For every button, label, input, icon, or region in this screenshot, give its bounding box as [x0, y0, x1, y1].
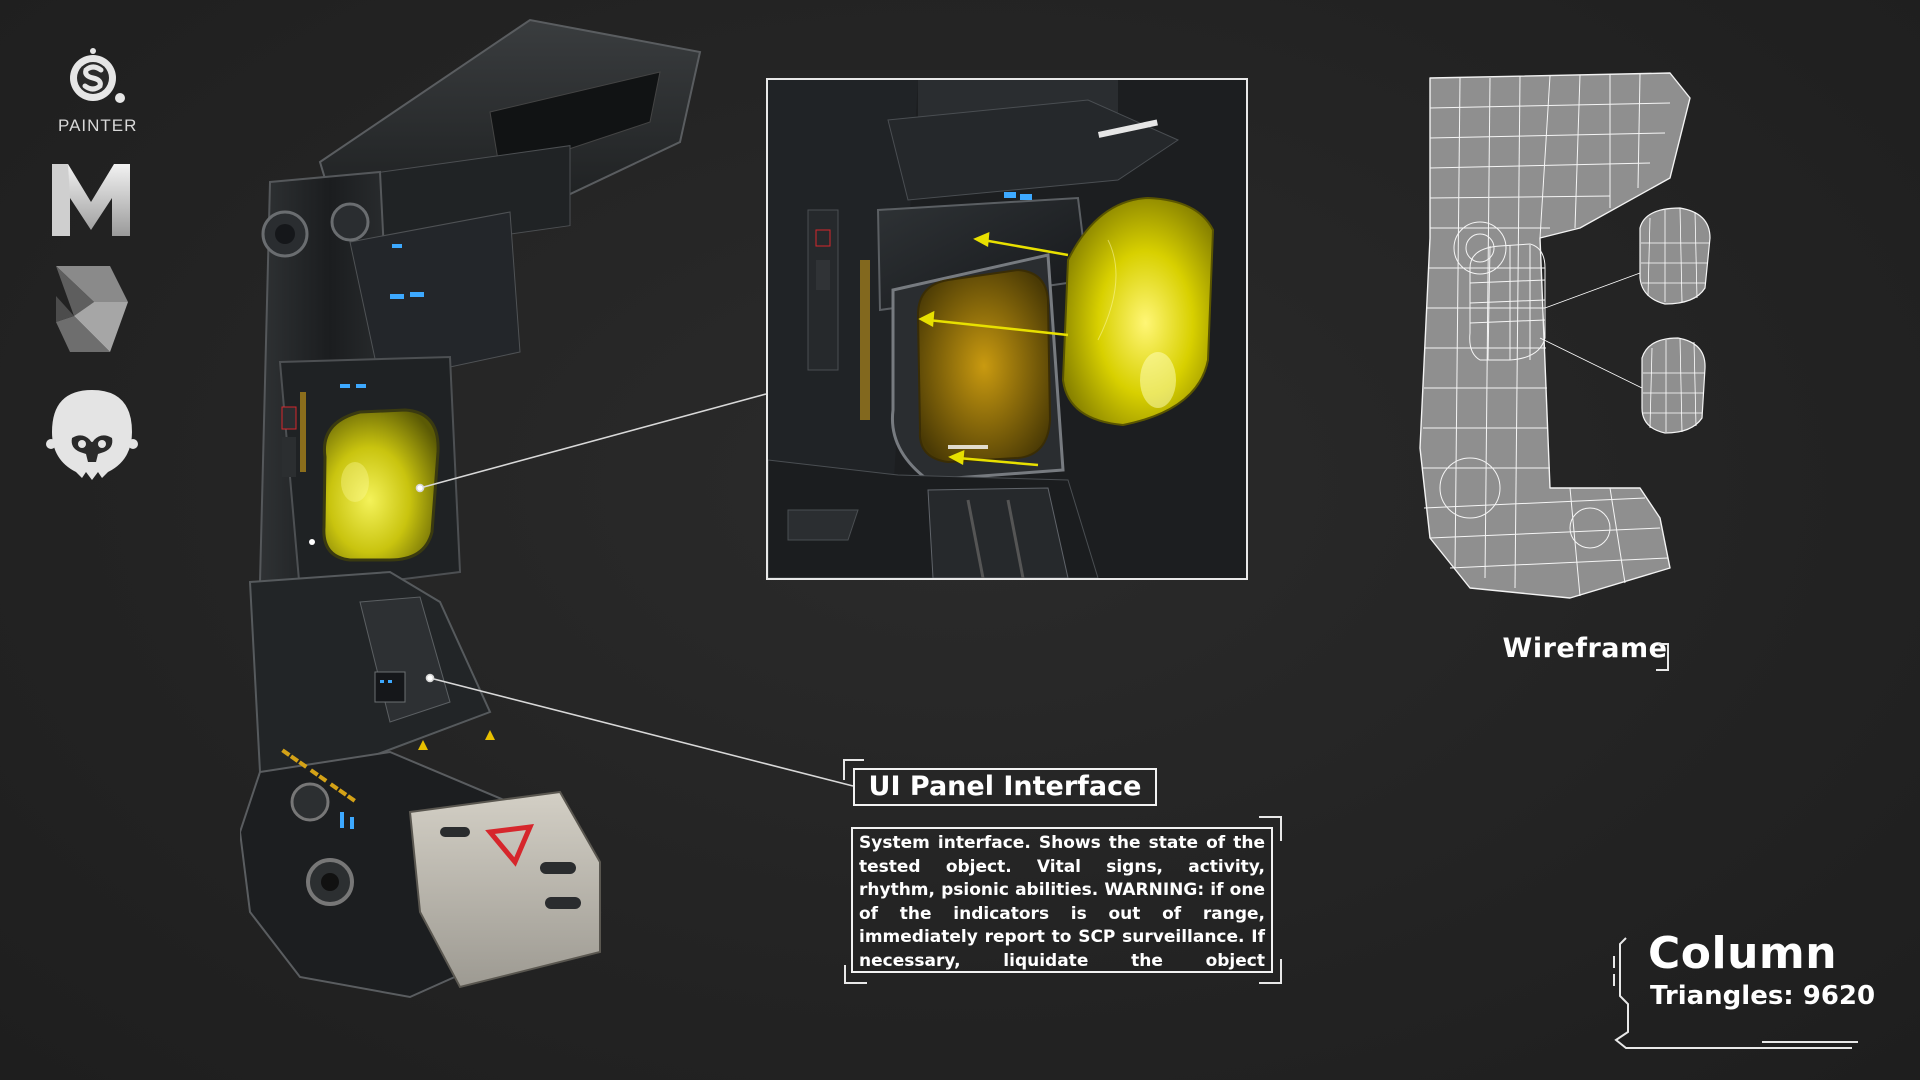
callout-description: System interface. Shows the state of the… — [851, 827, 1273, 973]
wireframe-label-bracket — [1656, 643, 1669, 671]
callout-title: UI Panel Interface — [853, 768, 1157, 806]
detail-closeup-illustration — [768, 80, 1246, 578]
wireframe-model — [1410, 68, 1740, 608]
wireframe-label: Wireframe — [1502, 633, 1668, 664]
maya-logo — [50, 160, 132, 240]
substance-painter-logo: PAINTER — [58, 42, 136, 135]
asset-info-bracket — [1613, 937, 1858, 1049]
triangle-count: Triangles: 9620 — [1650, 981, 1876, 1011]
maya-icon — [52, 164, 130, 236]
asset-name: Column — [1648, 928, 1838, 979]
callout-title-bracket — [843, 759, 864, 780]
marmoset-toolbag-logo — [42, 382, 142, 482]
substance-painter-icon — [70, 48, 125, 103]
marmoset-toolbag-icon — [46, 390, 138, 480]
3ds-max-logo — [52, 262, 130, 356]
wireframe-illustration — [1419, 72, 1711, 599]
column-render-illustration: ▬▬▬ ▬▬ ▬▬▬ — [238, 18, 702, 999]
detail-closeup-panel — [766, 78, 1248, 580]
3ds-max-icon — [56, 266, 128, 352]
painter-label: PAINTER — [58, 116, 138, 135]
callout-body-brackets — [844, 816, 1282, 984]
column-render: ▬▬▬ ▬▬ ▬▬▬ — [238, 12, 710, 1002]
